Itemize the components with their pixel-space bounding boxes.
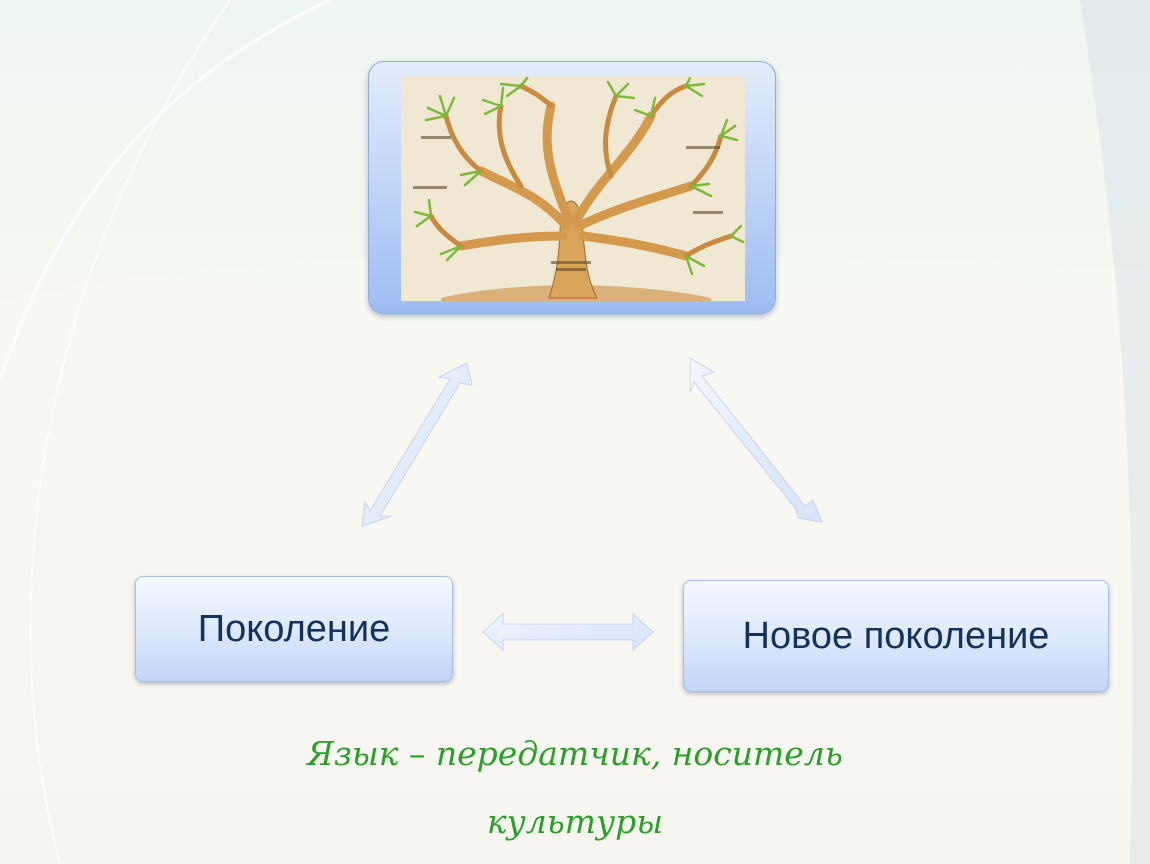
generation-label: Поколение (197, 607, 391, 650)
caption-line-1: Язык – передатчик, носитель (307, 734, 843, 773)
tree-image-card (368, 61, 776, 314)
arrow-tree-to-generation (361, 362, 473, 527)
new-generation-label: Новое поколение (742, 614, 1050, 657)
caption-line-2: культуры (486, 802, 664, 841)
generation-box: Поколение (135, 576, 453, 682)
tree-illustration (401, 76, 745, 301)
arrow-tree-to-new-generation (689, 357, 823, 523)
new-generation-box: Новое поколение (683, 580, 1109, 692)
language-tree-image (401, 76, 745, 301)
arrow-generation-to-new-generation (482, 612, 654, 652)
